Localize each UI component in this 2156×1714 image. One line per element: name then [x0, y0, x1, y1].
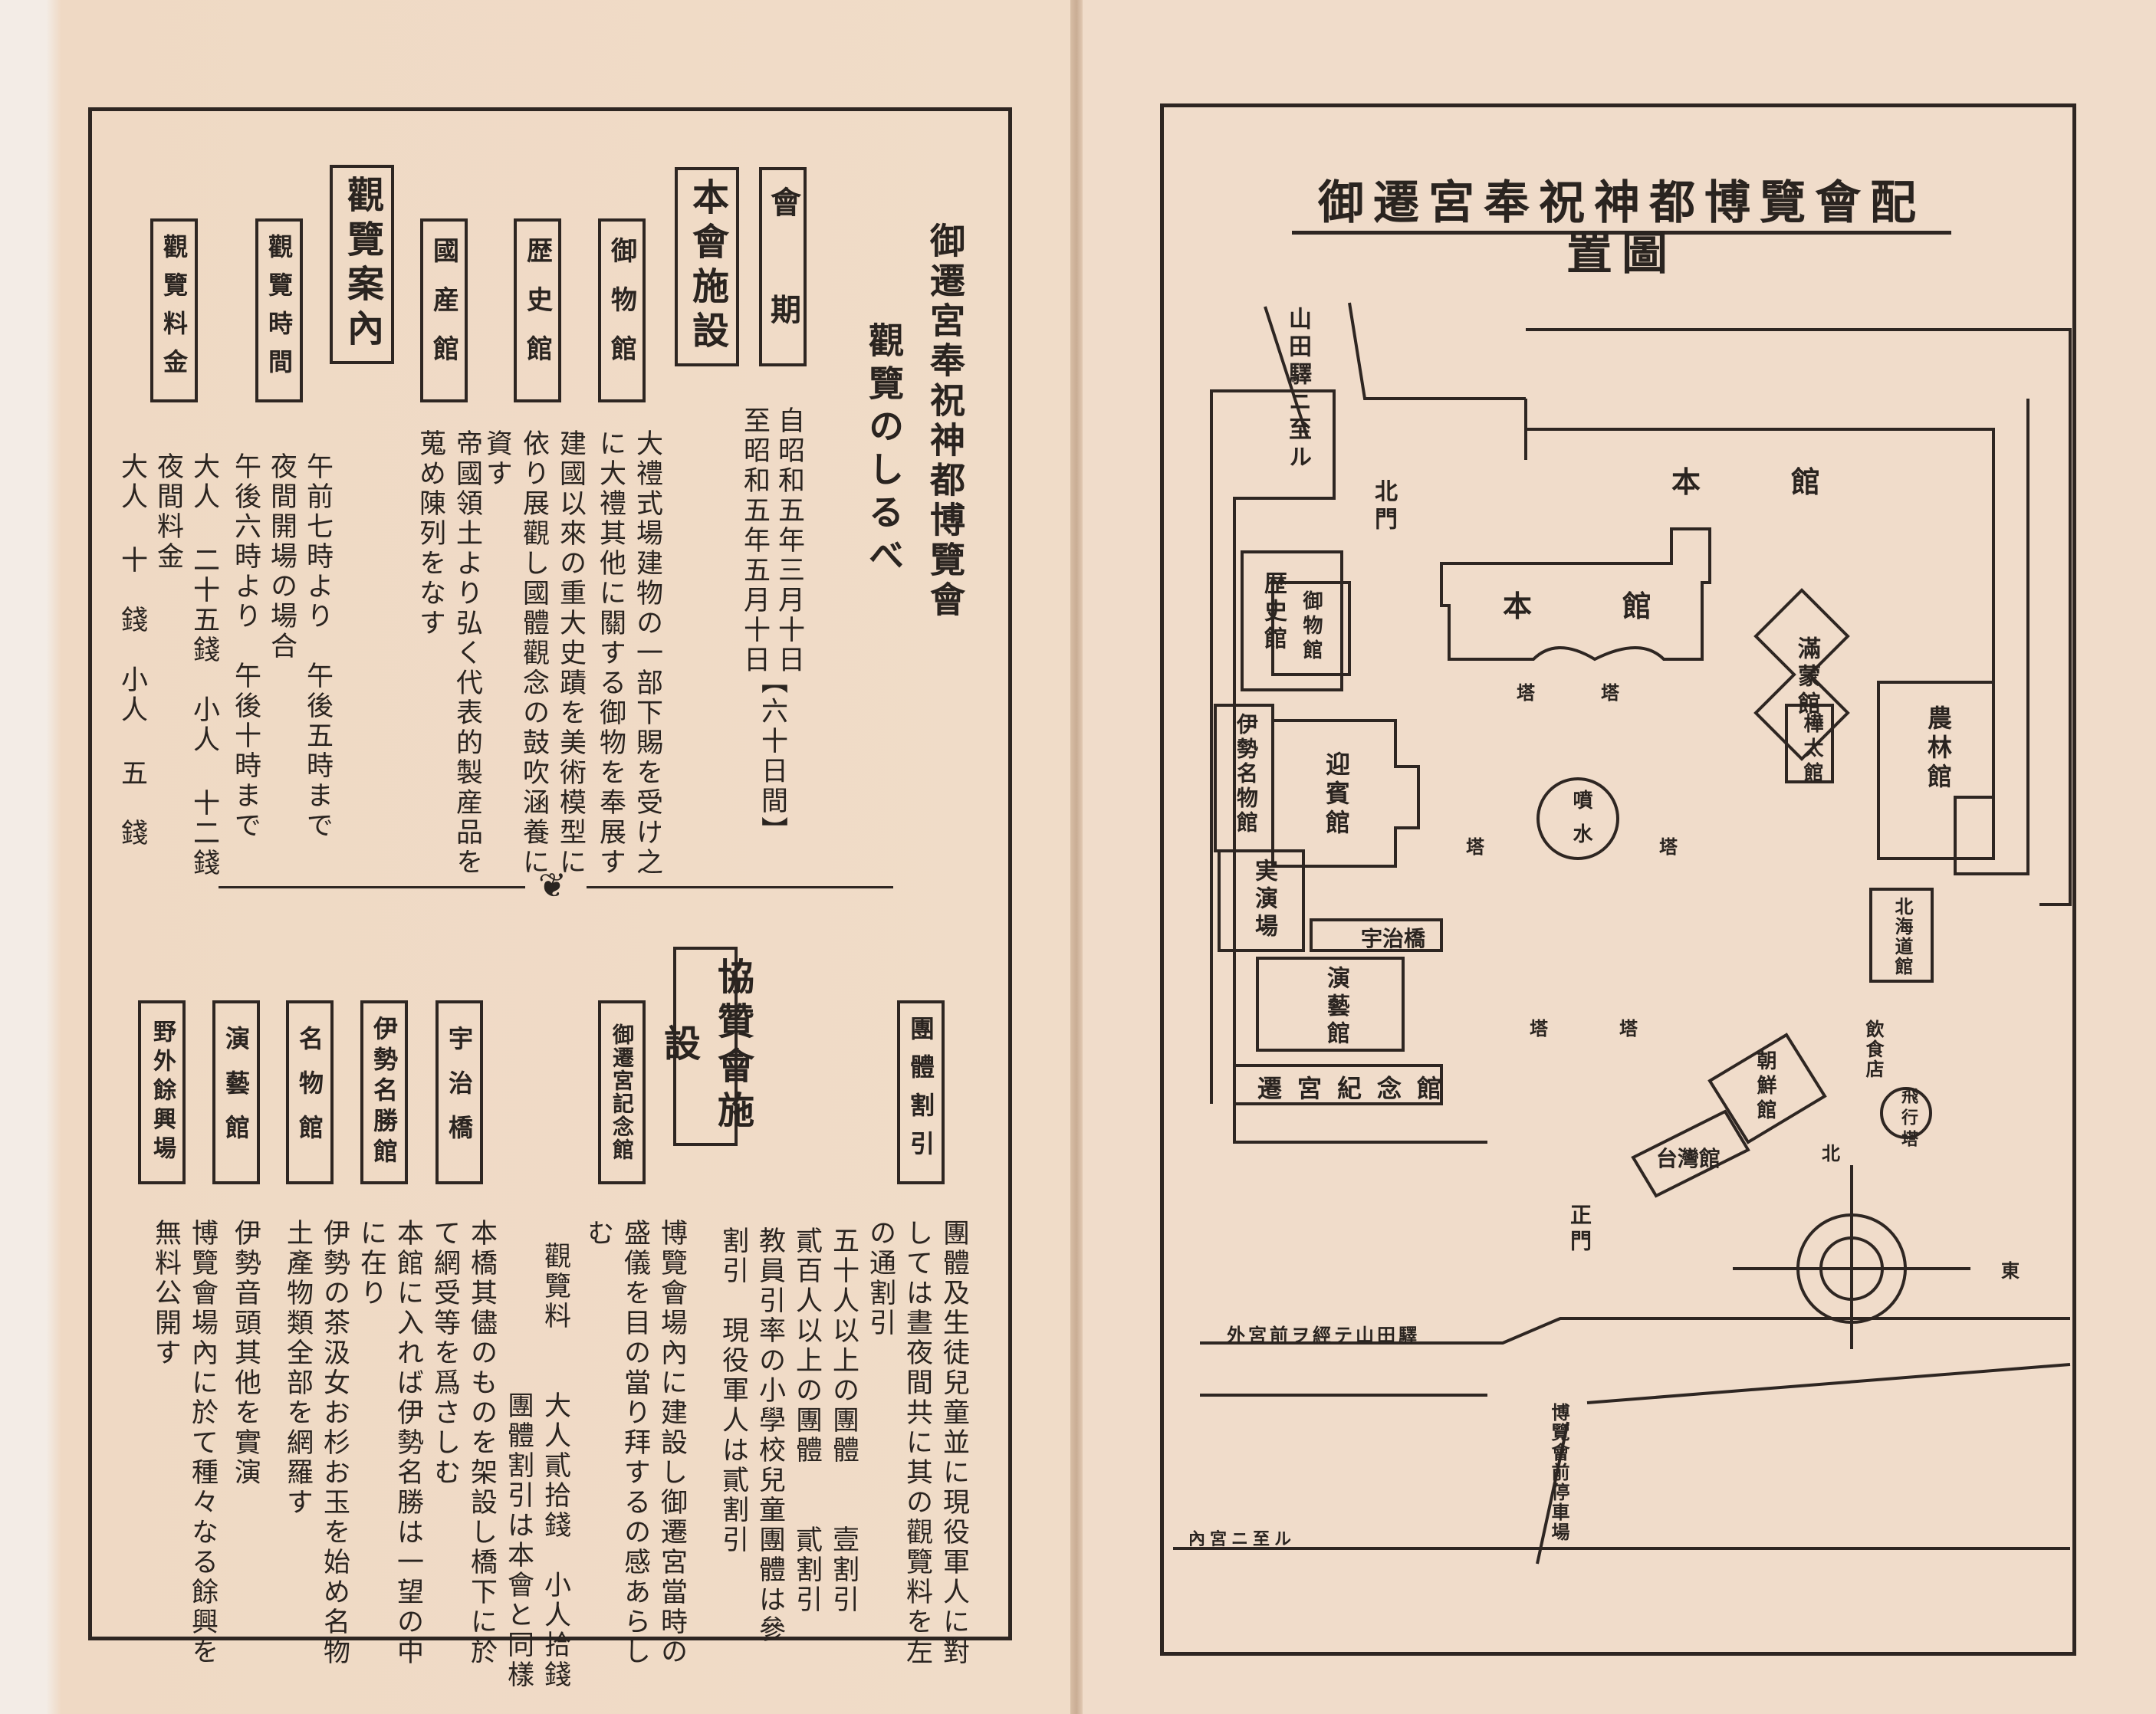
map-tower-3: 塔: [1466, 836, 1484, 858]
map-label-chosen: 朝鮮館: [1753, 1050, 1776, 1124]
assoc-header: 協贊會施設: [657, 947, 754, 1146]
map-label-engei: 演藝館: [1323, 966, 1349, 1049]
divider-ornament: ❦: [538, 866, 567, 905]
assoc-label-meisho: 伊勢名勝館: [360, 1000, 408, 1184]
right-page-frame: [1160, 103, 2076, 1656]
map-label-rekishi: 歴史館: [1260, 571, 1287, 654]
hours-line-3: 午後六時より 午後十時まで: [230, 452, 261, 841]
facility-label-gyobutsu: 御物館: [598, 218, 646, 402]
facility-label-rekishi: 歴史館: [514, 218, 561, 402]
period-start: 自昭和五年三月十日: [774, 406, 804, 675]
map-label-geihin: 迎賓館: [1322, 751, 1351, 839]
guide-header: 觀覽案內: [330, 165, 394, 364]
period-days: 【六十日間】: [757, 667, 787, 846]
map-label-sho-mon: 正門: [1567, 1203, 1592, 1256]
assoc-desc-engei-1: 伊勢音頭其他を實演: [230, 1219, 261, 1488]
book-gutter: [1070, 0, 1083, 1714]
map-label-road-lower: 內宮ニ至ル: [1188, 1530, 1297, 1549]
group-discount-7: 割引 現役軍人は貳割引: [718, 1226, 748, 1555]
facility-desc-rekishi-2: 依り展觀し國體觀念の鼓吹涵養に: [518, 429, 549, 878]
document-title: 御遷宮奉祝神都博覽會: [925, 222, 966, 621]
map-label-inshoku: 飲食店: [1862, 1020, 1884, 1079]
assoc-label-kinenkan: 御遷宮記念館: [598, 1000, 646, 1184]
map-tower-1: 塔: [1517, 682, 1535, 704]
assoc-desc-kinenkan-1: 博覽會場內に建設し御遷宮當時の: [656, 1219, 687, 1667]
map-label-hiko: 飛行塔: [1898, 1087, 1918, 1151]
document-subtitle: 觀覽のしるべ: [863, 322, 905, 580]
assoc-desc-kinenkan-2: 盛儀を目の當り拜するの感あらし: [620, 1219, 650, 1667]
fee-label: 觀覽料金: [150, 218, 198, 402]
facility-desc-rekishi-1: 建國以來の重大史蹟を美術模型に: [555, 429, 586, 878]
map-label-road-bottom: 外宮前ヲ經テ山田驛: [1227, 1325, 1420, 1346]
group-discount-4: 五十人以上の團體 壹割引: [828, 1226, 859, 1615]
assoc-desc-ujibashi-3: 本橋其儘のものを架設し橋下に於: [466, 1219, 497, 1667]
map-label-honkan: 本 館: [1503, 589, 1683, 623]
map-label-kita: 北: [1822, 1143, 1840, 1164]
left-page: [0, 0, 1076, 1714]
main-facilities-header: 本會施設: [675, 167, 739, 366]
map-tower-2: 塔: [1601, 682, 1619, 704]
map-label-higashi: 東: [2001, 1260, 2020, 1282]
map-title: 御遷宮奉祝神都博覽會配置圖: [1292, 178, 1951, 279]
left-page-frame: [88, 107, 1012, 1640]
fee-line-2: 夜間料金: [153, 452, 183, 572]
assoc-label-meibutsu: 名物館: [286, 1000, 334, 1184]
map-tower-6: 塔: [1619, 1018, 1638, 1039]
hours-label: 觀覽時間: [255, 218, 303, 402]
map-label-kita-mon: 北門: [1370, 479, 1397, 534]
map-label-jitsuen: 実演場: [1251, 859, 1277, 941]
group-discount-6: 教員引率の小學校兒童團體は參: [754, 1226, 785, 1645]
map-label-fountain: 噴水: [1569, 790, 1592, 857]
group-discount-3: の通割引: [865, 1219, 896, 1338]
map-label-hokkaido: 北海道館: [1891, 897, 1913, 977]
assoc-desc-ujibashi-4: て網受等を爲さしむ: [429, 1219, 460, 1488]
map-label-taiwan: 台灣館: [1656, 1146, 1721, 1171]
map-label-road-top: 山田驛ニ至ル: [1284, 307, 1311, 472]
assoc-label-engei: 演藝館: [212, 1000, 260, 1184]
group-discount-1: 團體及生徒兒童並に現役軍人に對: [938, 1219, 969, 1667]
map-label-ise-meibutsu: 伊勢名物館: [1234, 713, 1259, 836]
facility-desc-gyobutsu-2: に大禮其他に關する御物を奉展す: [595, 429, 626, 878]
hours-line-2: 夜間開場の場合: [266, 452, 297, 662]
assoc-desc-meisho-2: に在り: [356, 1219, 386, 1308]
map-label-parking: 博覽會前停車場: [1548, 1403, 1569, 1542]
section-divider-right: [587, 886, 893, 888]
facility-desc-rekishi-3: 資す: [481, 429, 512, 489]
fee-line-3: 大人 十 錢 小人 五 錢: [117, 452, 147, 849]
assoc-label-yagai: 野外餘興場: [138, 1000, 186, 1184]
period-end: 至昭和五年五月十日: [739, 406, 770, 675]
map-tower-4: 塔: [1659, 836, 1678, 858]
assoc-desc-meisho-1: 本館に入れば伊勢名勝は一望の中: [393, 1219, 423, 1667]
map-label-honkan-top: 本 館: [1671, 465, 1852, 499]
fee-line-1: 大人 二十五錢 小人 十二錢: [189, 452, 219, 878]
map-label-norin: 農林館: [1924, 705, 1953, 793]
assoc-desc-meibutsu-2: 土產物類全部を網羅す: [282, 1219, 313, 1518]
map-tower-5: 塔: [1530, 1018, 1548, 1039]
hours-line-1: 午前七時より 午後五時まで: [302, 452, 333, 841]
assoc-desc-yagai-1: 博覽會場內に於て種々なる餘興を: [187, 1219, 218, 1667]
assoc-label-ujibashi: 宇治橋: [435, 1000, 483, 1184]
map-label-karafuto: 樺太館: [1800, 713, 1823, 786]
assoc-desc-meibutsu-1: 伊勢の茶汲女お杉お玉を始め名物: [319, 1219, 350, 1667]
map-label-kinen: 遷宮紀念館: [1257, 1074, 1458, 1103]
assoc-desc-kinenkan-3: む: [583, 1219, 613, 1249]
facility-label-kokusan: 國産館: [420, 218, 468, 402]
assoc-desc-ujibashi-2: 團體割引は本會と同樣: [503, 1242, 534, 1690]
map-label-manmo: 滿蒙館: [1793, 636, 1820, 719]
period-label: 會 期: [759, 167, 807, 366]
assoc-desc-ujibashi-1: 觀覽料 大人貳拾錢 小人拾錢: [540, 1242, 570, 1690]
group-discount-2: しては晝夜間共に其の觀覽料を左: [902, 1219, 932, 1667]
facility-desc-kokusan-2: 蒐め陳列をなす: [415, 429, 445, 639]
assoc-desc-yagai-2: 無料公開す: [150, 1219, 181, 1368]
map-label-gyobutsu: 御物館: [1300, 590, 1323, 664]
group-discount-5: 貳百人以上の團體 貳割引: [791, 1226, 822, 1615]
section-divider-left: [219, 886, 525, 888]
facility-desc-kokusan-1: 帝國領土より弘く代表的製産品を: [452, 429, 482, 878]
facility-desc-gyobutsu-1: 大禮式場建物の一部下賜を受け之: [632, 429, 662, 878]
group-discount-label: 團體割引: [897, 1000, 945, 1184]
map-label-uji: 宇治橋: [1361, 926, 1426, 951]
